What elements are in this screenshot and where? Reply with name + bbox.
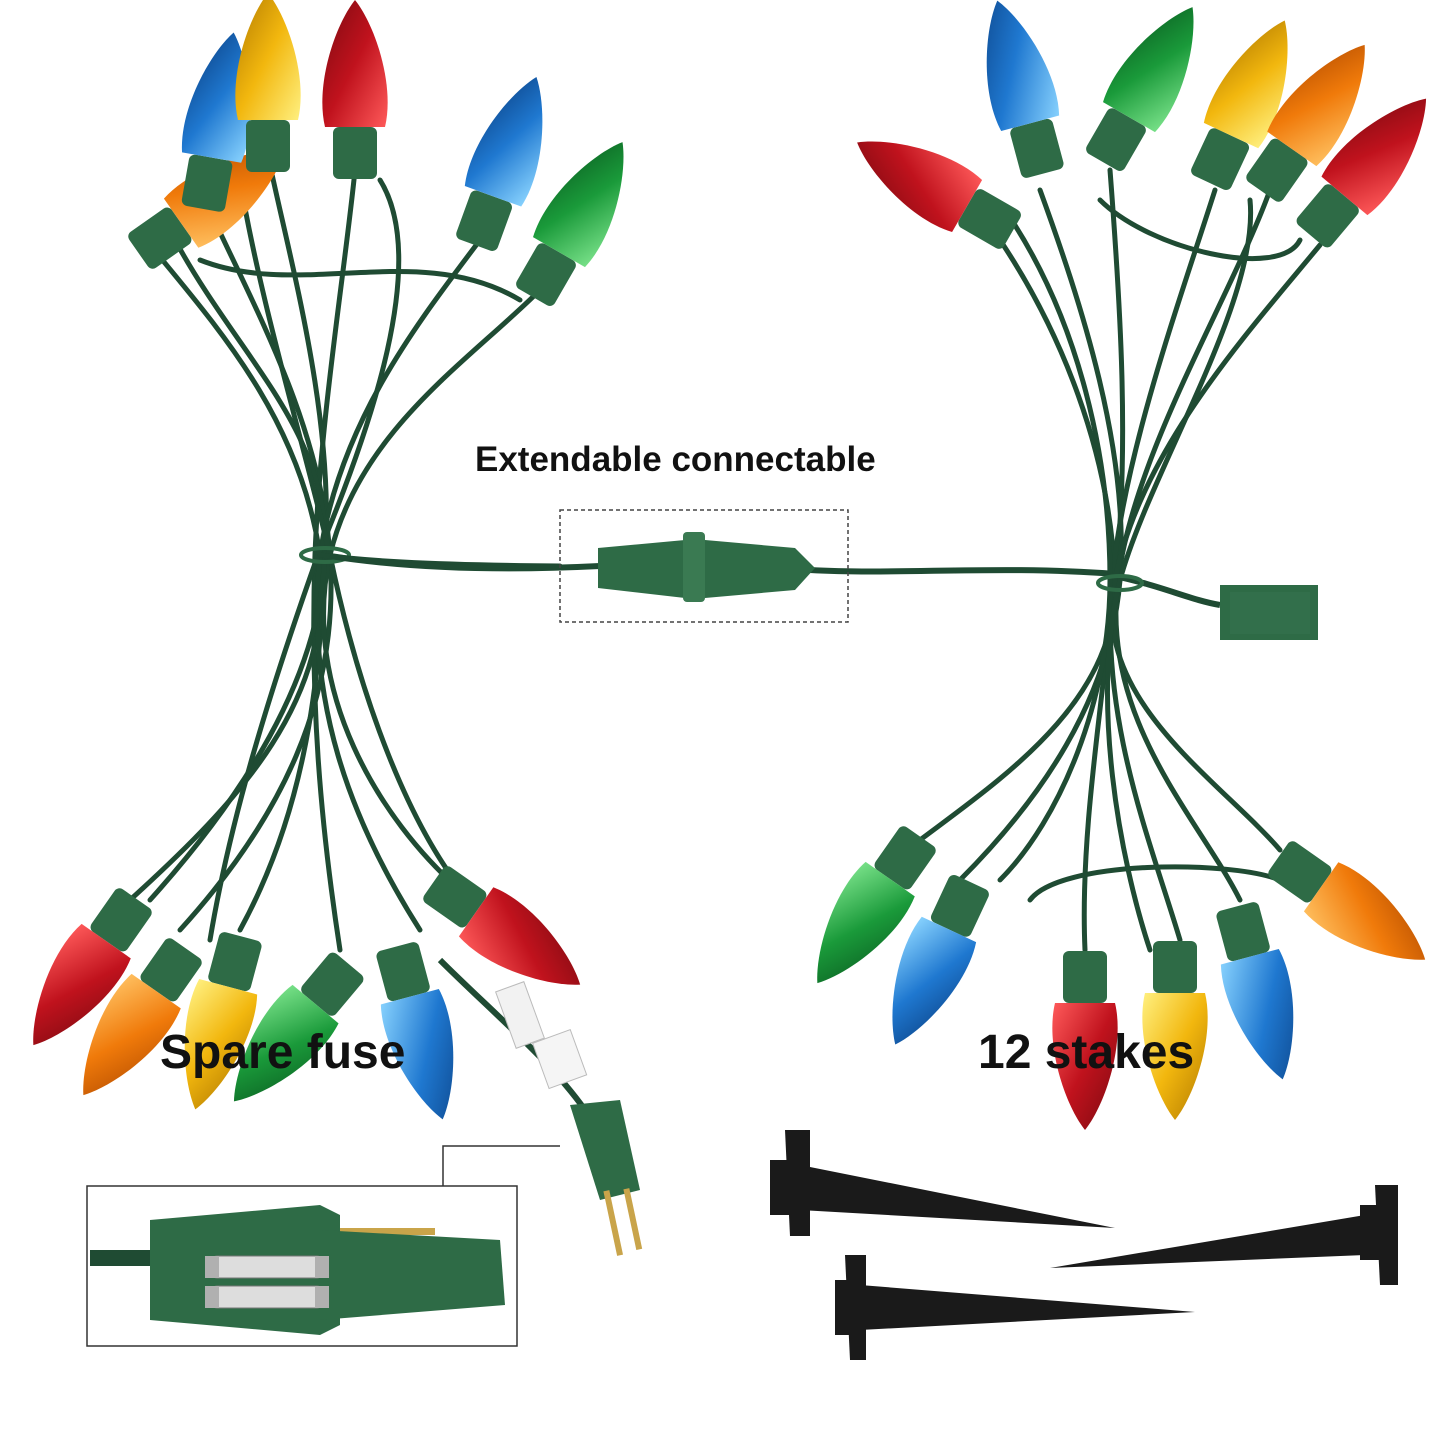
power-plug-icon [437,957,643,1256]
fuse-icon [205,1255,329,1309]
spare-fuse-inset [86,1185,518,1347]
left-bottom-bulbs [33,866,581,1120]
spare-fuse-label: Spare fuse [160,1026,406,1079]
connector-cable [329,509,1116,623]
connector-dashed-box [559,509,849,623]
fuse-callout-line [442,1145,560,1187]
stakes-label: 12 stakes [978,1026,1195,1079]
extendable-connectable-label: Extendable connectable [475,440,876,479]
stake-icon [835,1255,1195,1360]
left-top-bulbs [128,0,624,306]
right-top-bulbs [857,0,1427,249]
stake-icon [1050,1185,1398,1285]
right-bottom-bulbs [817,826,1426,1130]
end-socket-icon [1109,572,1318,640]
stake-icon [770,1130,1115,1236]
stakes-group [770,1130,1398,1360]
right-strand-wires [917,167,1323,953]
